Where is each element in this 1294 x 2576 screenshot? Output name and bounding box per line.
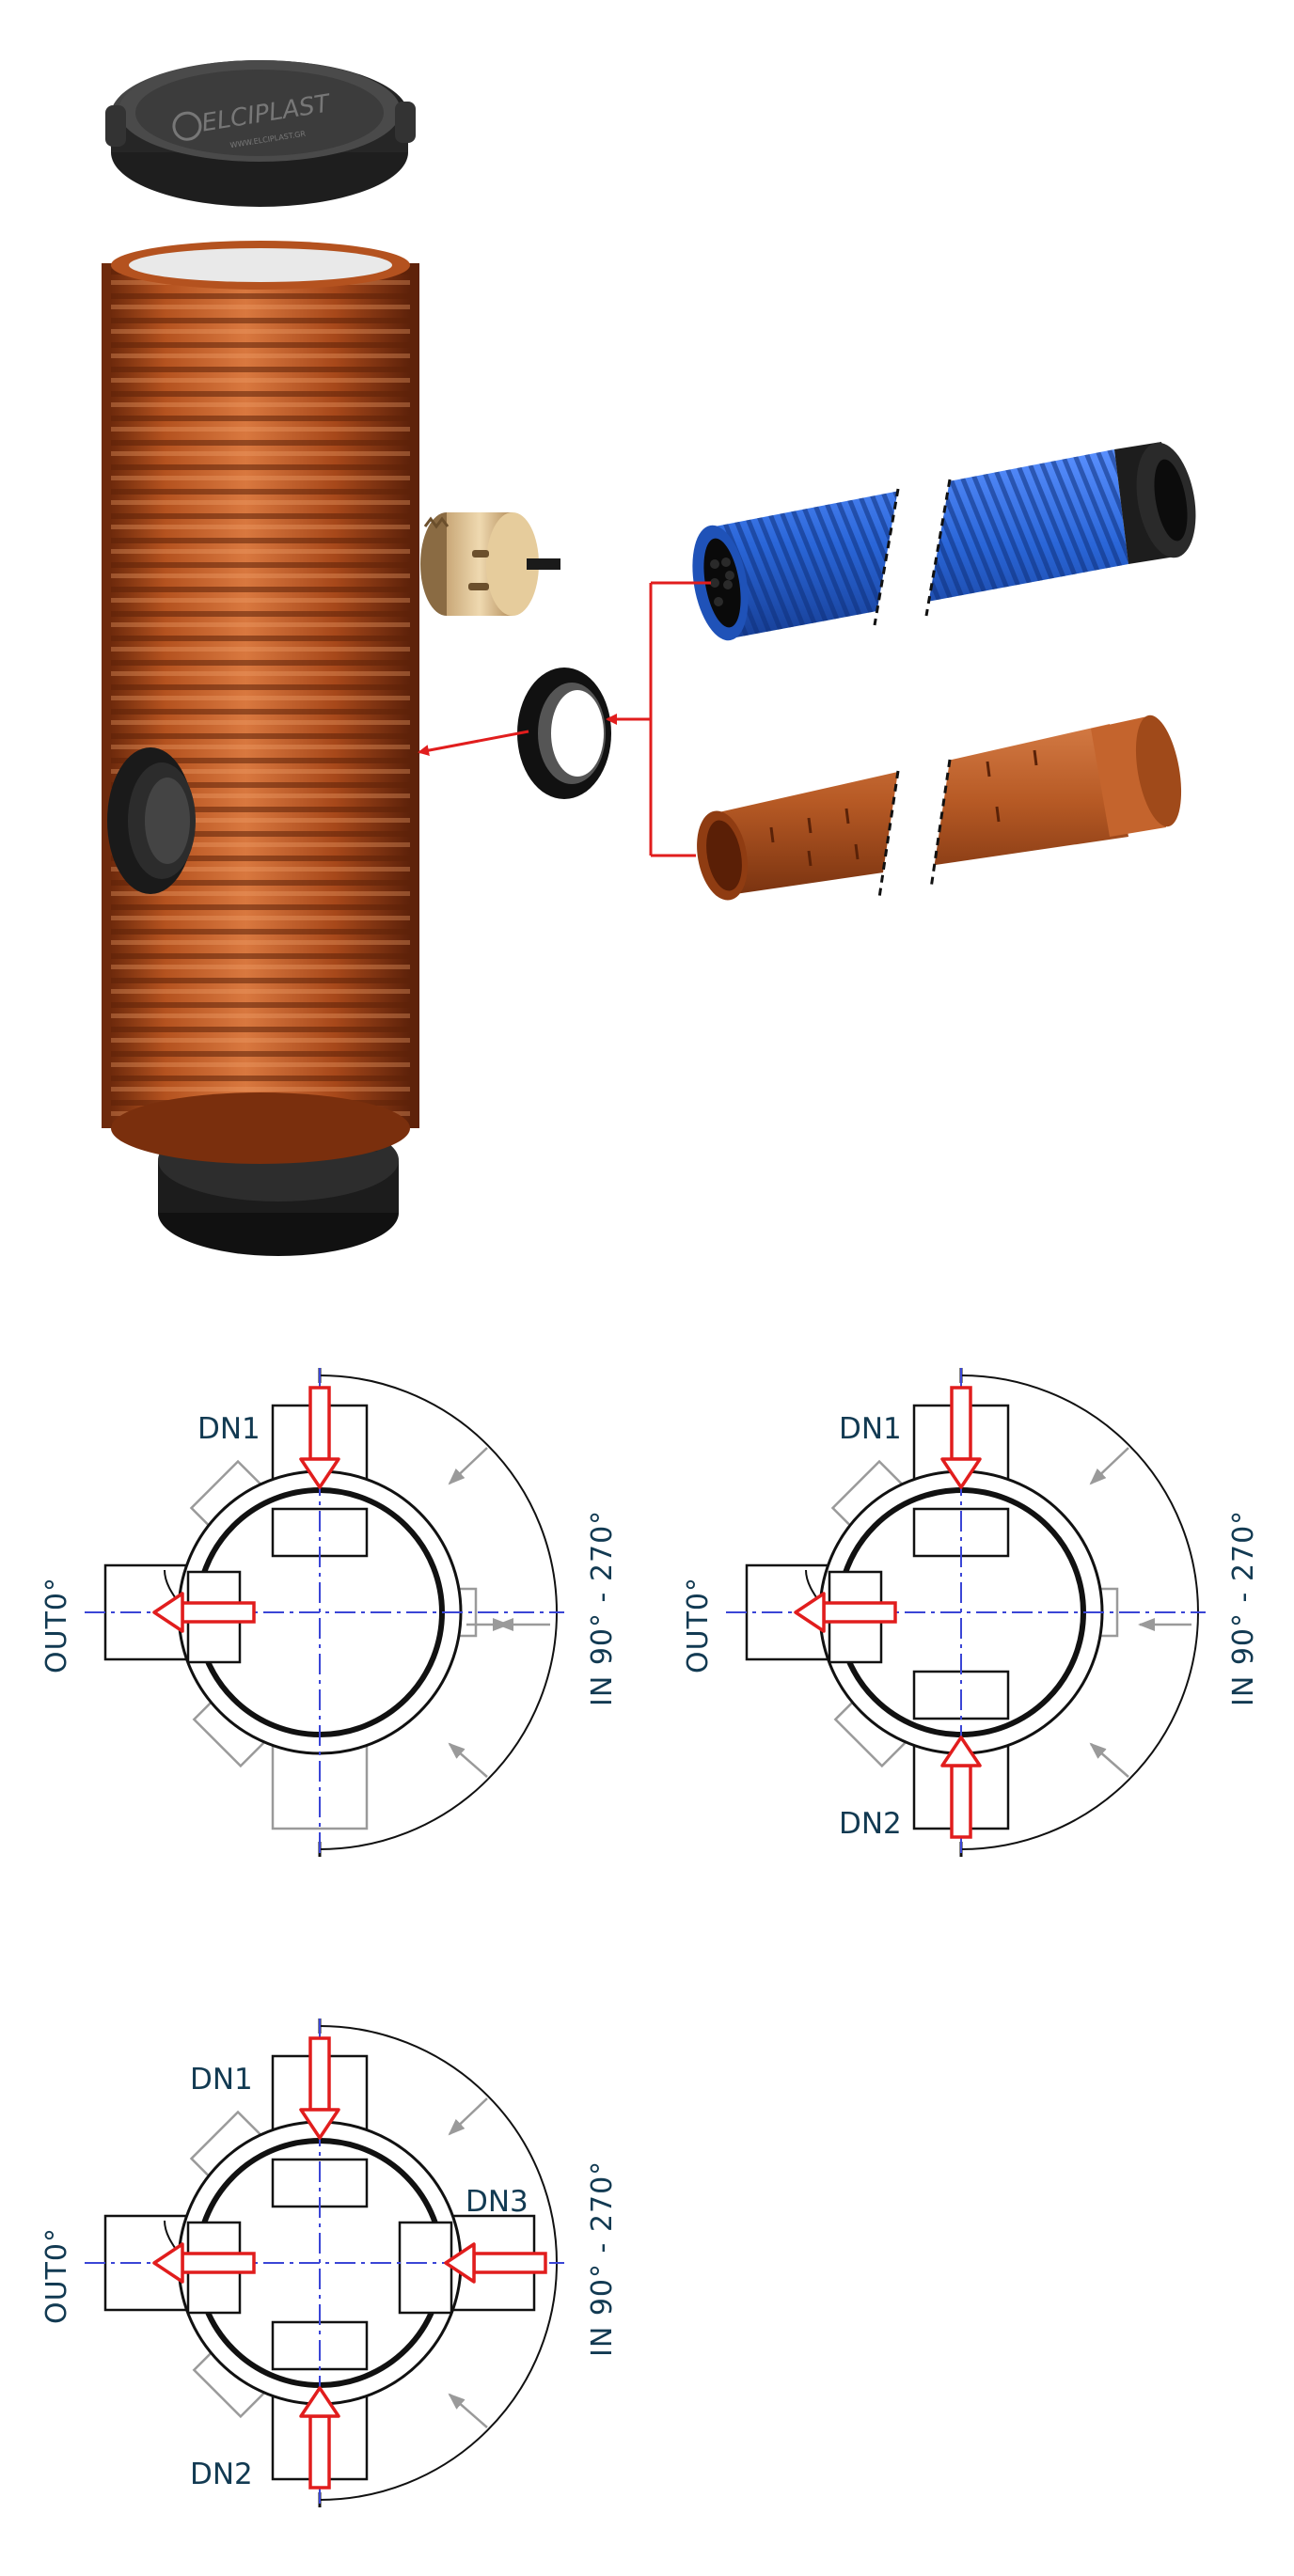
dn2-label: DN2 xyxy=(839,1807,902,1841)
dn1-label: DN1 xyxy=(197,1412,260,1446)
dn1-label: DN1 xyxy=(839,1412,902,1446)
side-outlet-collar xyxy=(107,747,196,894)
diagram-four-port: DN1 DN3 DN2 OUT0° IN 90° - 270° xyxy=(40,2018,619,2508)
inlet-range-label: IN 90° - 270° xyxy=(1227,1510,1260,1706)
shaft-illustration: ELCIPLAST WWW.ELCIPLAST.GR xyxy=(102,60,419,1256)
outlet-label: OUT0° xyxy=(682,1577,715,1673)
dn3-label: DN3 xyxy=(466,2185,529,2219)
diagram-three-port: DN1 DN2 OUT0° IN 90° - 270° xyxy=(682,1367,1260,1858)
diagram-two-port: DN1 OUT0° IN 90° - 270° xyxy=(40,1367,619,1858)
dn1-label: DN1 xyxy=(190,2063,253,2097)
outlet-label: OUT0° xyxy=(40,2227,73,2324)
seal-ring xyxy=(517,668,611,799)
orange-smooth-pipe xyxy=(697,715,1182,901)
connection-arrows xyxy=(418,581,711,857)
inlet-range-label: IN 90° - 270° xyxy=(586,2160,619,2357)
manhole-lid: ELCIPLAST WWW.ELCIPLAST.GR xyxy=(105,60,416,207)
inlet-range-label: IN 90° - 270° xyxy=(586,1510,619,1706)
corrugated-shaft xyxy=(102,241,419,1164)
outlet-label: OUT0° xyxy=(40,1577,73,1673)
blue-corrugated-pipe xyxy=(692,442,1196,641)
grey-inlet-arrows xyxy=(1089,1447,1191,1778)
dn2-label: DN2 xyxy=(190,2458,253,2491)
hole-saw xyxy=(420,512,560,616)
grey-inlet-arrows xyxy=(448,2097,488,2428)
grey-inlet-arrows xyxy=(448,1447,550,1778)
